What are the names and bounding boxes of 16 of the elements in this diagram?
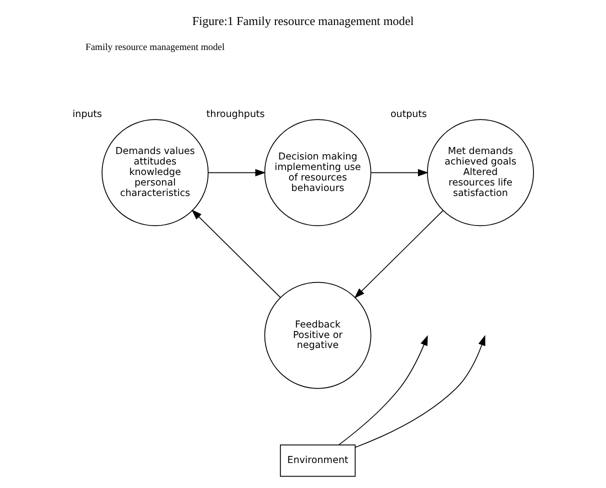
arrow: [192, 210, 281, 298]
arrow: [208, 169, 266, 176]
node-circle: Feedback Positive or negative: [264, 282, 372, 389]
arrow: [338, 335, 428, 446]
diagram-title: Figure:1 Family resource management model: [192, 14, 414, 28]
node-label: inputs: [72, 108, 102, 120]
node-label: throughputs: [206, 108, 265, 120]
arrow: [354, 210, 444, 298]
node-circle: Demands values attitudes knowledge personal characteristics: [102, 119, 209, 226]
arrow: [354, 335, 486, 448]
arrow: [370, 169, 428, 176]
node-box: Environment: [280, 444, 356, 477]
node-circle: Met demands achieved goals Altered resources life satisfaction: [426, 119, 534, 226]
label: Family resource management model: [86, 42, 225, 53]
node-circle: Decision making implementing use of resources behaviours: [264, 119, 372, 226]
node-label: outputs: [390, 108, 427, 120]
